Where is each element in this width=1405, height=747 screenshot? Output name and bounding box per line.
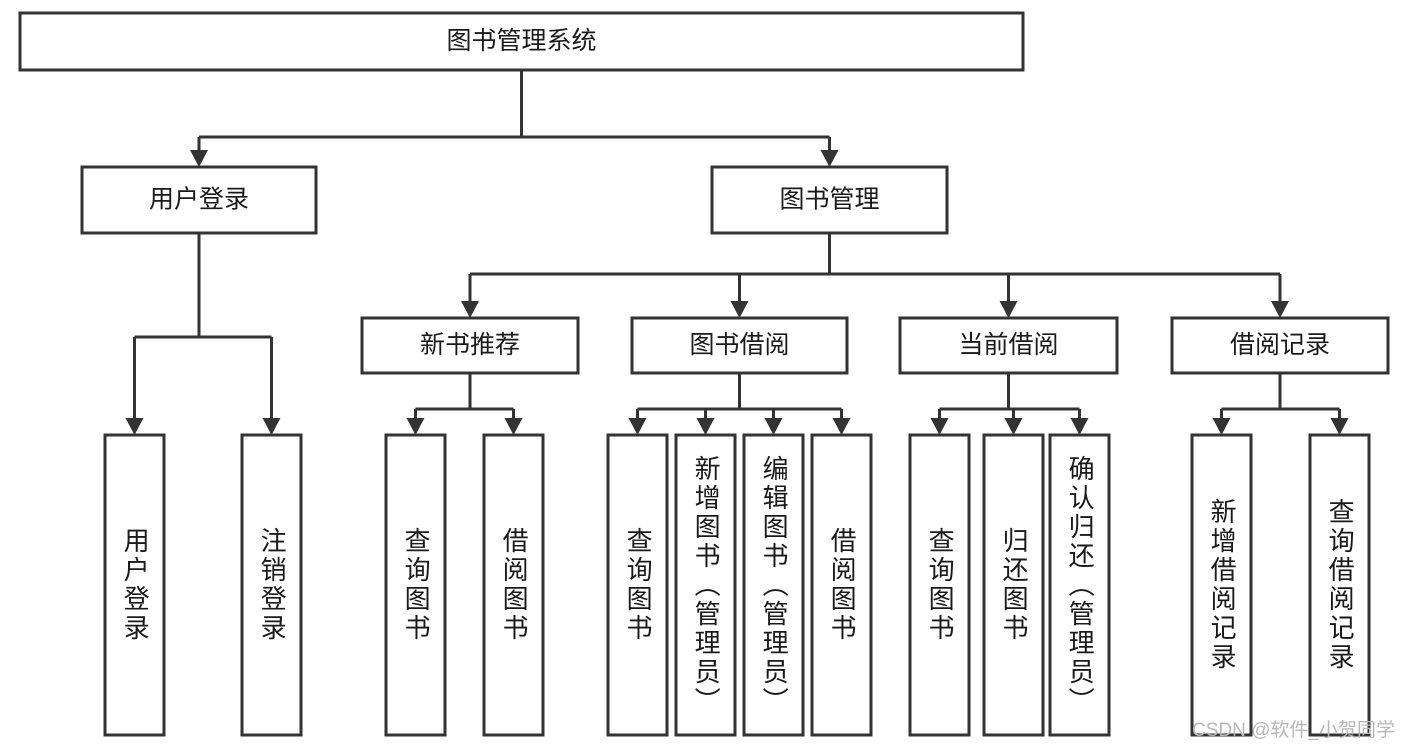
node-box-leaf-query-book-3[interactable] [908,433,971,737]
arrow-head-root-0 [190,150,208,167]
arrow-head-book-management-0 [461,301,479,318]
arrow-head-book-management-1 [730,301,749,318]
node-box-layer [18,11,1390,737]
node-label-root: 图书管理系统 [446,27,596,55]
node-box-leaf-return-book[interactable] [982,433,1045,737]
arrow-head-borrow-record-0 [1212,418,1231,435]
node-label-user-login: 用户登录 [149,186,249,214]
node-label-current-borrow: 当前借阅 [958,331,1058,359]
arrow-head-user-login-1 [262,418,281,435]
arrow-head-borrow-record-1 [1330,418,1349,435]
node-box-leaf-add-book[interactable] [674,433,737,737]
node-box-book-management[interactable] [710,165,949,235]
arrow-head-current-borrow-1 [1004,418,1023,435]
node-box-borrow-record[interactable] [1170,316,1390,375]
arrow-head-book-borrow-1 [696,418,715,435]
node-box-current-borrow[interactable] [898,316,1119,375]
arrow-head-current-borrow-0 [930,418,949,435]
arrow-head-book-borrow-3 [832,418,851,435]
node-label-book-management: 图书管理 [779,186,879,214]
node-label-borrow-record: 借阅记录 [1230,331,1330,359]
arrow-head-new-book-recommend-1 [504,418,523,435]
node-label-new-book-recommend: 新书推荐 [420,331,520,359]
connector-layer [125,70,1349,435]
node-box-leaf-query-record[interactable] [1308,433,1371,737]
node-box-leaf-edit-book[interactable] [742,433,805,737]
arrow-head-current-borrow-2 [1070,418,1089,435]
node-box-leaf-confirm-return[interactable] [1048,433,1111,737]
arrow-head-user-login-0 [125,418,144,435]
arrow-head-book-borrow-0 [628,418,647,435]
node-box-book-borrow[interactable] [630,316,849,375]
node-box-leaf-user-login[interactable] [103,433,166,737]
node-box-leaf-borrow-book-1[interactable] [482,433,545,737]
arrow-head-book-management-2 [999,301,1018,318]
arrow-head-book-management-3 [1271,301,1289,318]
csdn-watermark: CSDN @软件_小贺同学 [1192,720,1395,741]
node-box-new-book-recommend[interactable] [360,316,580,375]
node-box-root[interactable] [18,11,1025,72]
node-box-leaf-add-record[interactable] [1190,433,1253,737]
node-box-leaf-borrow-book-2[interactable] [810,433,873,737]
arrow-head-root-1 [820,150,839,167]
arrow-head-new-book-recommend-0 [406,418,425,435]
arrow-head-book-borrow-2 [764,418,783,435]
node-box-leaf-query-book-2[interactable] [606,433,669,737]
node-label-book-borrow: 图书借阅 [689,331,789,359]
node-box-leaf-logout[interactable] [240,433,303,737]
node-box-user-login[interactable] [80,165,318,235]
node-box-leaf-query-book-1[interactable] [384,433,447,737]
